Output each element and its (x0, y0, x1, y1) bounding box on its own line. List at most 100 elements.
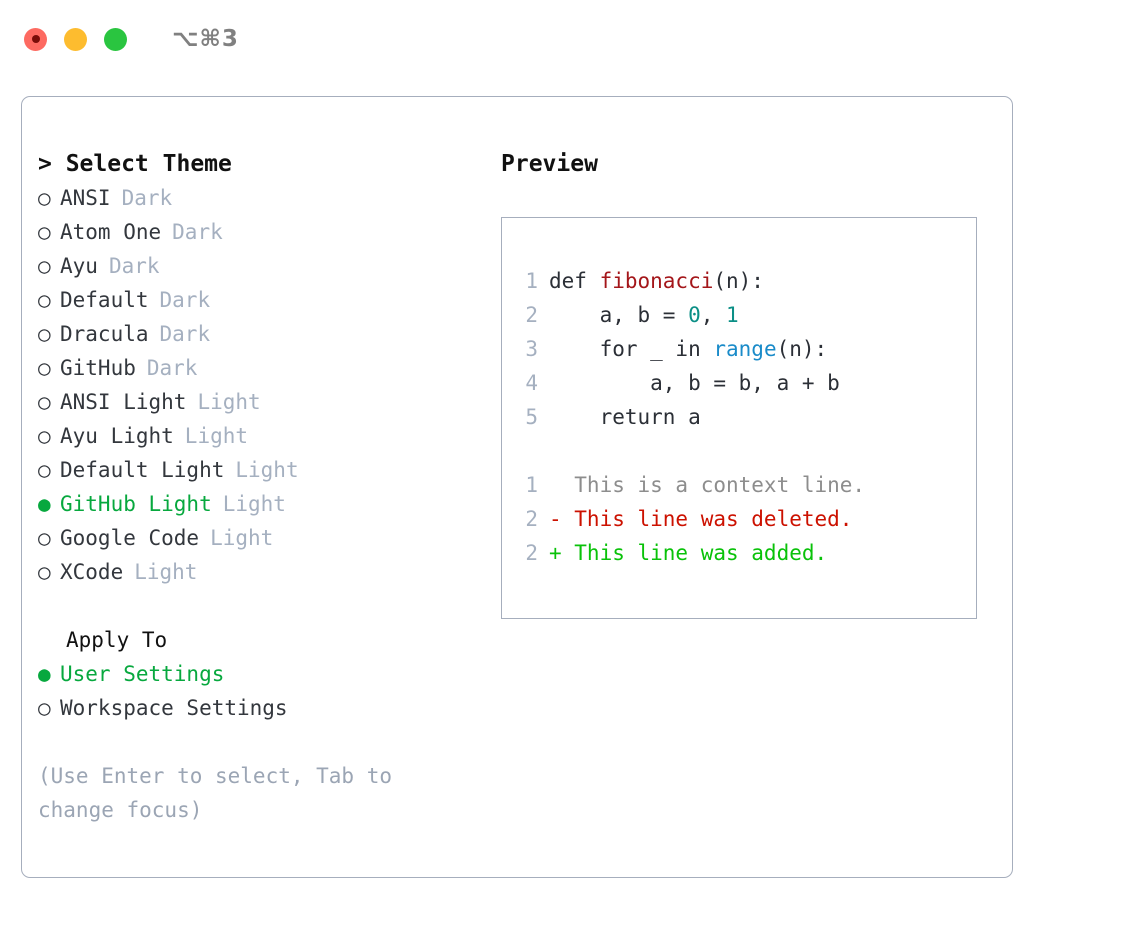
code-line-text: a, b = 0, 1 (549, 298, 739, 332)
theme-option-default-light[interactable]: ○ Default Light Light (38, 453, 468, 487)
diff-line-text: This is a context line. (549, 473, 866, 497)
code-token-plain: def (549, 269, 600, 293)
theme-variant-tag: Dark (172, 220, 223, 244)
keyboard-shortcut-hint: ⌥⌘3 (172, 26, 239, 52)
diff-line-add: 2 + This line was added. (518, 536, 970, 570)
theme-option-atom-one[interactable]: ○ Atom One Dark (38, 215, 468, 249)
theme-variant-tag: Dark (159, 288, 211, 312)
radio-unselected-icon: ○ (38, 288, 51, 312)
code-line-text: def fibonacci(n): (549, 264, 764, 298)
apply-to-option-label: User Settings (60, 662, 225, 686)
theme-option-xcode[interactable]: ○ XCode Light (38, 555, 468, 589)
keyboard-hint-text: (Use Enter to select, Tab to change focu… (38, 764, 405, 822)
radio-unselected-icon: ○ (38, 458, 51, 482)
radio-unselected-icon: ○ (38, 390, 51, 414)
line-number: 1 (525, 269, 538, 293)
apply-to-options: ● User Settings ○ Workspace Settings (38, 657, 468, 725)
code-token-plain: a, b = b, a + b (549, 371, 840, 395)
radio-unselected-icon: ○ (38, 560, 51, 584)
theme-variant-tag: Light (184, 424, 249, 448)
code-line-text: for _ in range(n): (549, 332, 828, 366)
line-number: 1 (525, 473, 538, 497)
line-number: 2 (525, 541, 538, 565)
code-line: 3 for _ in range(n): (518, 332, 970, 366)
theme-option-ansi[interactable]: ○ ANSI Dark (38, 181, 468, 215)
close-button[interactable] (24, 27, 47, 51)
apply-to-section: Apply To ● User Settings ○ Workspace Settin… (38, 623, 468, 725)
code-token-plain: return a (549, 405, 701, 429)
theme-variant-tag: Light (235, 458, 299, 482)
theme-option-label: Google Code (60, 526, 200, 550)
theme-option-label: Dracula (60, 322, 149, 346)
theme-option-github-light[interactable]: ● GitHub Light Light (38, 487, 468, 521)
radio-unselected-icon: ○ (38, 526, 51, 550)
line-number: 4 (525, 371, 538, 395)
radio-unselected-icon: ○ (38, 254, 51, 278)
select-theme-header: > Select Theme (38, 151, 232, 177)
apply-to-label: Apply To (66, 628, 168, 652)
code-line-text: a, b = b, a + b (549, 366, 840, 400)
theme-variant-tag: Dark (146, 356, 198, 380)
radio-unselected-icon: ○ (38, 220, 51, 244)
radio-unselected-icon: ○ (38, 186, 51, 210)
apply-to-option-workspace-settings[interactable]: ○ Workspace Settings (38, 691, 468, 725)
code-token-num: 0 (688, 303, 701, 327)
line-number: 2 (525, 303, 538, 327)
theme-variant-tag: Dark (108, 254, 160, 278)
code-line: 5 return a (518, 400, 970, 434)
theme-option-ansi-light[interactable]: ○ ANSI Light Light (38, 385, 468, 419)
radio-unselected-icon: ○ (38, 356, 51, 380)
radio-unselected-icon: ○ (38, 424, 51, 448)
theme-option-dracula[interactable]: ○ Dracula Dark (38, 317, 468, 351)
minimize-button[interactable] (64, 27, 87, 51)
code-token-plain: a, b = (549, 303, 689, 327)
radio-unselected-icon: ○ (38, 322, 51, 346)
radio-unselected-icon: ○ (38, 696, 51, 720)
theme-variant-tag: Light (210, 526, 274, 550)
code-token-plain: for _ in (549, 337, 714, 361)
radio-selected-icon: ● (38, 662, 51, 686)
code-token-num: 1 (726, 303, 739, 327)
theme-variant-tag: Light (197, 390, 261, 414)
theme-option-google-code[interactable]: ○ Google Code Light (38, 521, 468, 555)
theme-option-label: XCode (60, 560, 124, 584)
code-line-text: return a (549, 400, 701, 434)
theme-variant-tag: Light (134, 560, 198, 584)
line-number: 2 (525, 507, 538, 531)
preview-header: Preview (501, 151, 598, 177)
radio-selected-icon: ● (38, 492, 51, 516)
code-token-builtin: range (713, 337, 777, 361)
apply-to-option-user-settings[interactable]: ● User Settings (38, 657, 468, 691)
theme-option-label: ANSI (60, 186, 111, 210)
theme-option-default[interactable]: ○ Default Dark (38, 283, 468, 317)
diff-line-text: + This line was added. (549, 541, 828, 565)
traffic-light-group (24, 27, 127, 51)
theme-option-ayu[interactable]: ○ Ayu Dark (38, 249, 468, 283)
theme-variant-tag: Dark (159, 322, 211, 346)
apply-to-option-label: Workspace Settings (60, 696, 288, 720)
code-token-plain: (n): (776, 337, 828, 361)
theme-option-label: Default (60, 288, 149, 312)
theme-option-label: ANSI Light (60, 390, 187, 414)
maximize-button[interactable] (104, 27, 127, 51)
diff-block: 1 This is a context line.2- This line wa… (518, 468, 970, 570)
theme-variant-tag: Dark (121, 186, 173, 210)
theme-option-label: Atom One (60, 220, 162, 244)
title-bar: ⌥⌘3 (0, 0, 1140, 78)
theme-option-label: GitHub Light (60, 492, 212, 516)
diff-line-ctx: 1 This is a context line. (518, 468, 970, 502)
code-token-plain: , (700, 303, 727, 327)
theme-option-label: Default Light (60, 458, 225, 482)
code-token-fn: fibonacci (599, 269, 714, 293)
theme-option-label: Ayu (60, 254, 98, 278)
code-line: 1 def fibonacci(n): (518, 264, 970, 298)
theme-variant-tag: Light (222, 492, 286, 516)
line-number: 3 (525, 337, 538, 361)
